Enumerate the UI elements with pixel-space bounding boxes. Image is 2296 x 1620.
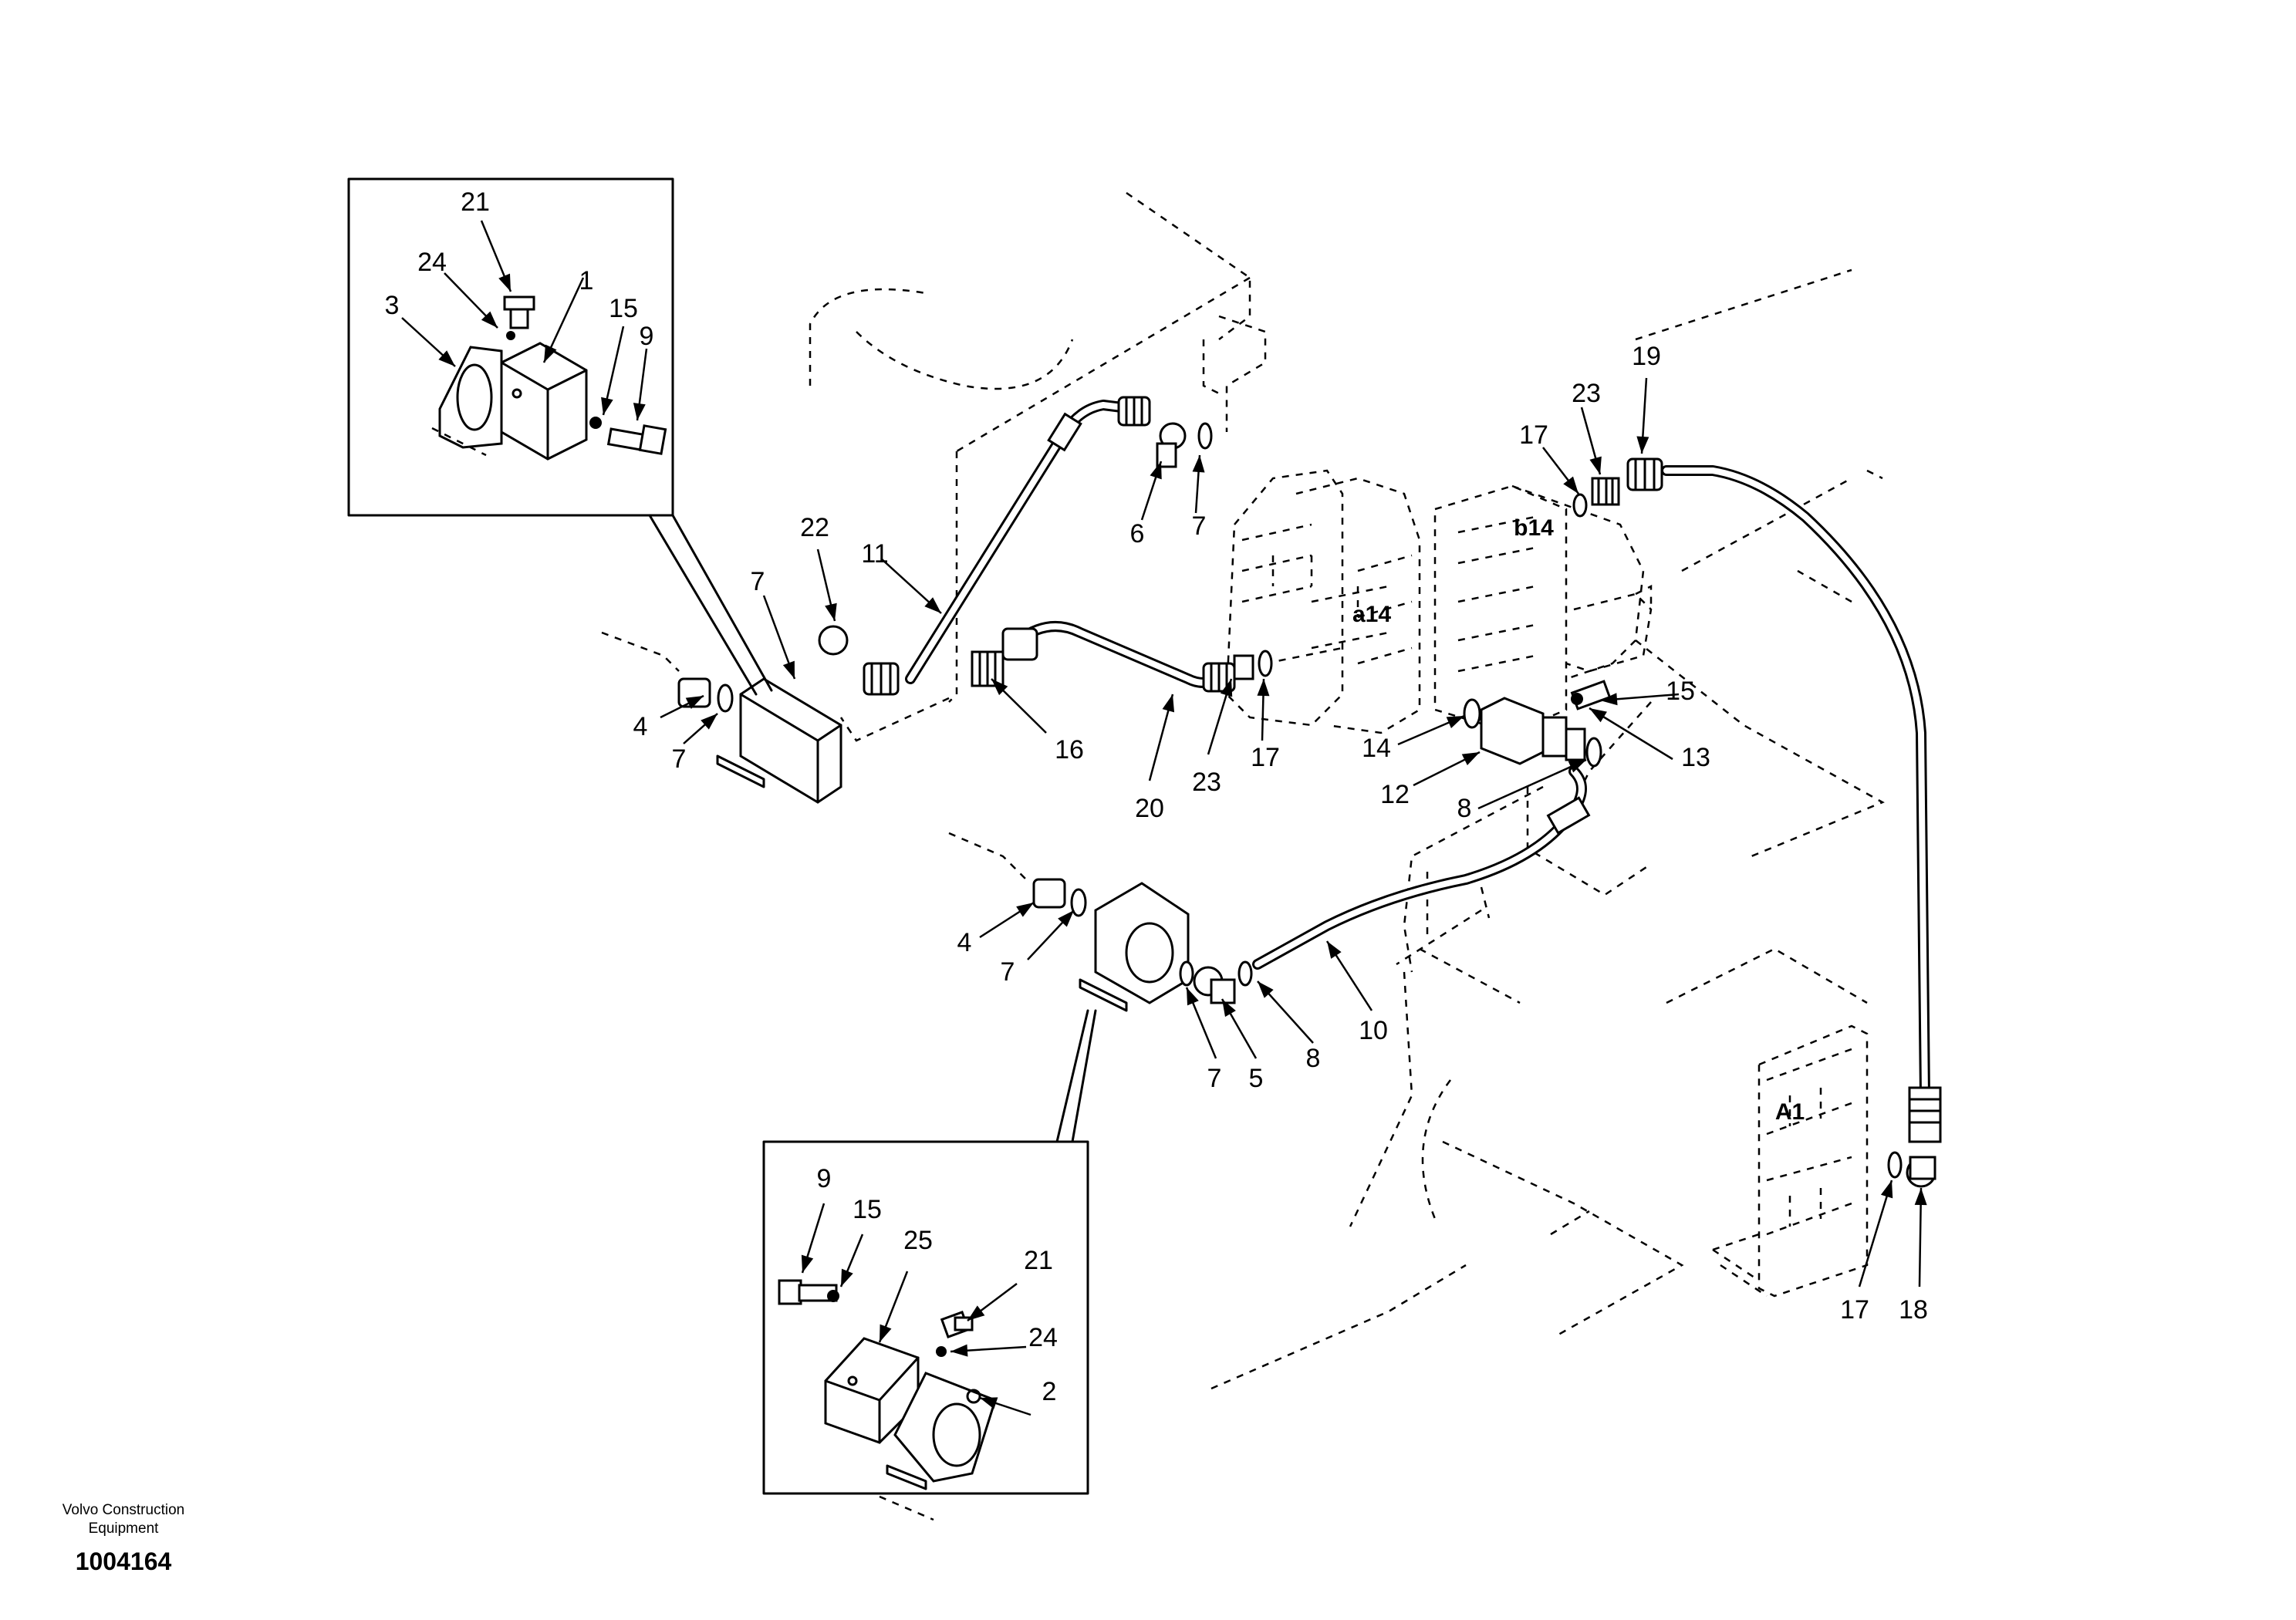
part-label: 20 (1135, 794, 1164, 823)
part-label: 1 (579, 266, 594, 295)
hose-10 (1252, 766, 1591, 970)
leader-arrowhead (633, 403, 646, 420)
port-label-b14: b14 (1514, 515, 1554, 541)
part-label: 23 (1572, 379, 1601, 408)
machine-outline-dashed (809, 191, 1885, 1390)
part-label: 7 (1192, 511, 1207, 541)
leader-arrowhead (782, 660, 795, 679)
brand-line: Equipment (88, 1520, 159, 1537)
part-label: 4 (957, 928, 972, 957)
leader-arrowhead (1568, 760, 1586, 773)
leader-arrowhead (1446, 716, 1464, 729)
brand-caption: Volvo Construction Equipment (31, 1501, 216, 1538)
part-label: 6 (1130, 519, 1145, 548)
leader-arrowhead (1600, 693, 1618, 706)
part-labels: 21 24 1 3 15 9 22 11 7 6 7 4 7 16 20 23 … (385, 187, 1928, 1406)
part-label: 7 (1207, 1064, 1222, 1093)
leader-arrowhead (991, 679, 1008, 696)
leader-arrowhead (1257, 679, 1270, 697)
part-label: 17 (1840, 1295, 1869, 1325)
part-label: 9 (817, 1164, 832, 1193)
control-valve-block-right (1433, 484, 1653, 734)
part-label: 24 (1028, 1323, 1058, 1352)
part-label: 2 (1042, 1377, 1057, 1406)
part-label: 3 (385, 291, 400, 320)
detail-inset-top (347, 177, 773, 696)
leader-arrowhead (841, 1268, 853, 1287)
port-labels: b14 a14 A1 (1352, 515, 1805, 1125)
leader-arrowhead (1327, 941, 1342, 959)
part-label: 22 (800, 513, 829, 542)
leader-arrowhead (1880, 1180, 1893, 1199)
leader-arrowhead (1220, 679, 1233, 697)
leader-arrowhead (438, 350, 455, 366)
leader-arrowhead (481, 311, 498, 328)
leader-arrowhead (498, 273, 511, 292)
control-valve-block-left (1225, 469, 1421, 734)
leader-arrowhead (801, 1254, 814, 1273)
part-label: 17 (1251, 743, 1280, 772)
part-label: 21 (1024, 1246, 1053, 1275)
part-label: 15 (609, 294, 638, 323)
leader-arrowhead (685, 696, 704, 709)
leader-arrowhead (924, 597, 941, 613)
leader-arrowhead (967, 1305, 985, 1321)
part-label: 14 (1362, 734, 1391, 763)
part-label: 8 (1457, 794, 1472, 823)
part-label: 4 (633, 712, 648, 741)
hose-19 (1661, 465, 1942, 1143)
leader-arrowhead (880, 1324, 892, 1342)
leader-arrowhead (980, 1397, 998, 1409)
leader-arrowhead (1636, 436, 1649, 454)
part-label: 13 (1681, 743, 1710, 772)
leader-arrowhead (1589, 456, 1602, 474)
drawing-number: 1004164 (75, 1547, 172, 1575)
part-label: 24 (417, 248, 447, 277)
leader-arrowhead (1222, 999, 1236, 1018)
leader-arrowhead (1258, 981, 1274, 998)
leader-arrowhead (1589, 708, 1607, 723)
leader-arrowhead (1914, 1188, 1927, 1206)
leader-arrowhead (1461, 752, 1480, 765)
leader-arrowhead (601, 397, 613, 415)
part-label: 7 (672, 744, 687, 774)
leader-arrowhead (1192, 455, 1205, 473)
detail-inset-bottom (762, 1009, 1097, 1521)
part-label: 19 (1632, 342, 1661, 371)
hose-11 (905, 400, 1140, 684)
part-label: 5 (1249, 1064, 1264, 1093)
valve-block-a1 (1712, 1024, 1869, 1298)
leader-arrowhead (1150, 461, 1162, 480)
leader-arrowhead (1162, 694, 1175, 713)
leader-lines (401, 220, 1927, 1416)
part-label: 25 (903, 1226, 933, 1255)
part-label: 11 (861, 539, 888, 569)
hose-20 (1013, 621, 1224, 688)
brand-line: Volvo Construction (62, 1502, 185, 1518)
part-label: 7 (1001, 957, 1015, 987)
part-label: 15 (853, 1195, 882, 1224)
part-label: 16 (1055, 735, 1084, 764)
part-label: 23 (1192, 768, 1221, 797)
leader-arrowhead (701, 714, 718, 730)
part-label: 7 (751, 567, 765, 596)
part-label: 17 (1519, 420, 1548, 450)
leader-arrowhead (950, 1344, 968, 1357)
leader-arrowhead (544, 344, 557, 363)
port-label-a1: A1 (1775, 1099, 1805, 1125)
part-label: 15 (1666, 677, 1695, 706)
part-label: 12 (1380, 780, 1410, 809)
leader-arrowhead (1058, 910, 1074, 927)
port-label-a14: a14 (1352, 602, 1391, 627)
part-label: 10 (1359, 1016, 1388, 1045)
part-label: 18 (1899, 1295, 1928, 1325)
leader-arrowhead (1187, 987, 1199, 1006)
part-label: 8 (1306, 1044, 1321, 1073)
part-label: 9 (640, 322, 654, 351)
leader-arrowhead (825, 602, 837, 621)
leader-arrowhead (1016, 903, 1034, 917)
part-label: 21 (461, 187, 490, 217)
leader-arrowhead (1563, 476, 1578, 494)
